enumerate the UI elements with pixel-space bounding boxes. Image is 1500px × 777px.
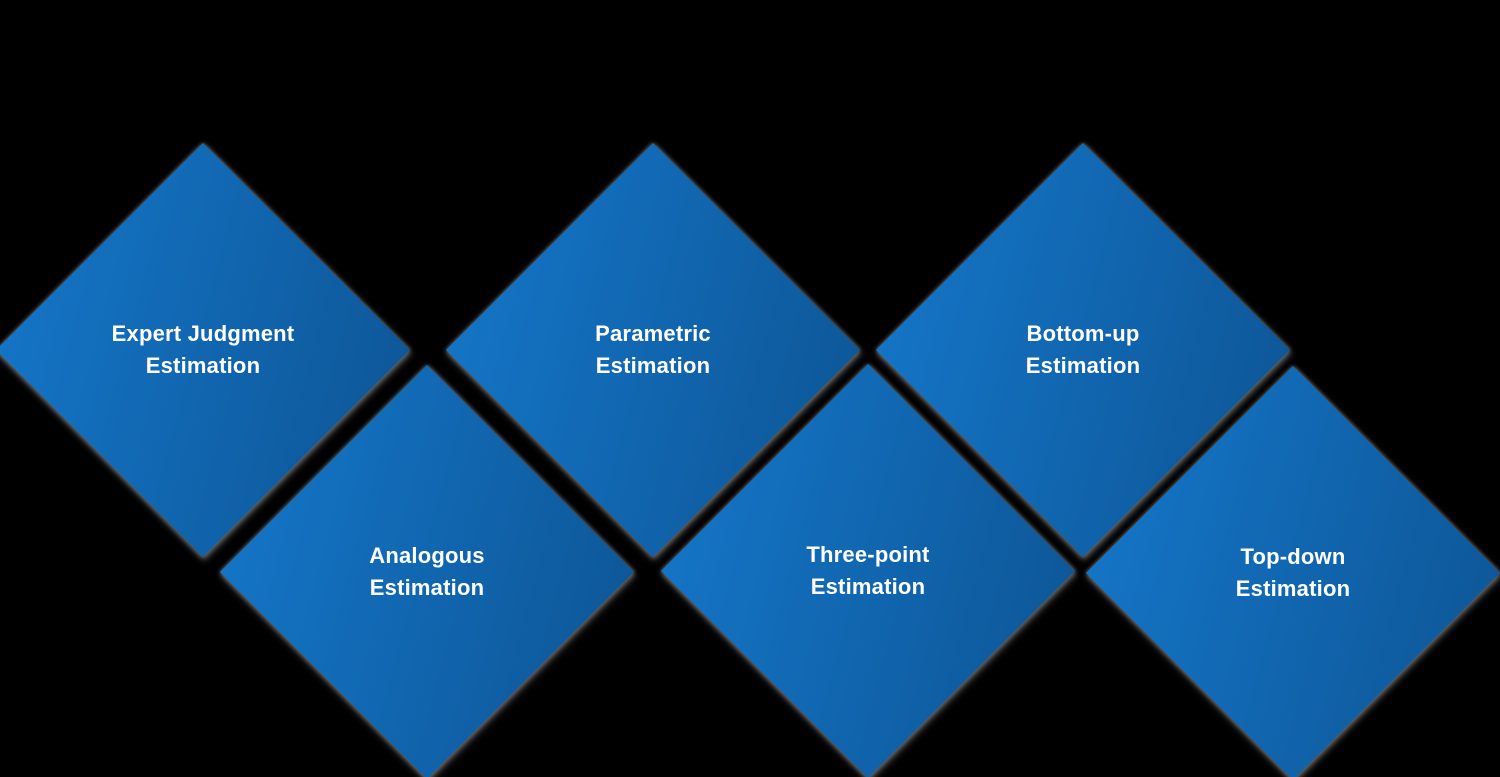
diamond-shape: Top-down Estimation: [1086, 366, 1500, 777]
label-line-1: Top-down: [1240, 544, 1346, 569]
diamond-label: Parametric Estimation: [595, 318, 711, 382]
label-line-2: Estimation: [145, 353, 261, 378]
label-line-1: Analogous: [369, 543, 485, 568]
label-line-1: Expert Judgment: [111, 321, 295, 346]
label-line-2: Estimation: [595, 353, 711, 378]
label-line-1: Three-point: [806, 542, 930, 567]
diamond-label: Three-point Estimation: [806, 539, 929, 603]
diamond-label: Bottom-up Estimation: [1026, 318, 1140, 382]
diamond-label: Expert Judgment Estimation: [112, 318, 295, 382]
label-line-1: Bottom-up: [1026, 321, 1140, 346]
label-line-2: Estimation: [369, 575, 485, 600]
label-line-2: Estimation: [1235, 576, 1351, 601]
diamond-label: Analogous Estimation: [369, 540, 484, 604]
label-line-1: Parametric: [595, 321, 711, 346]
label-line-2: Estimation: [810, 574, 926, 599]
diamond-top-down-estimation: Top-down Estimation: [1086, 366, 1500, 777]
diamond-expert-judgment-estimation: Expert Judgment Estimation: [0, 143, 410, 557]
label-line-2: Estimation: [1025, 353, 1141, 378]
diamond-label: Top-down Estimation: [1236, 541, 1350, 605]
